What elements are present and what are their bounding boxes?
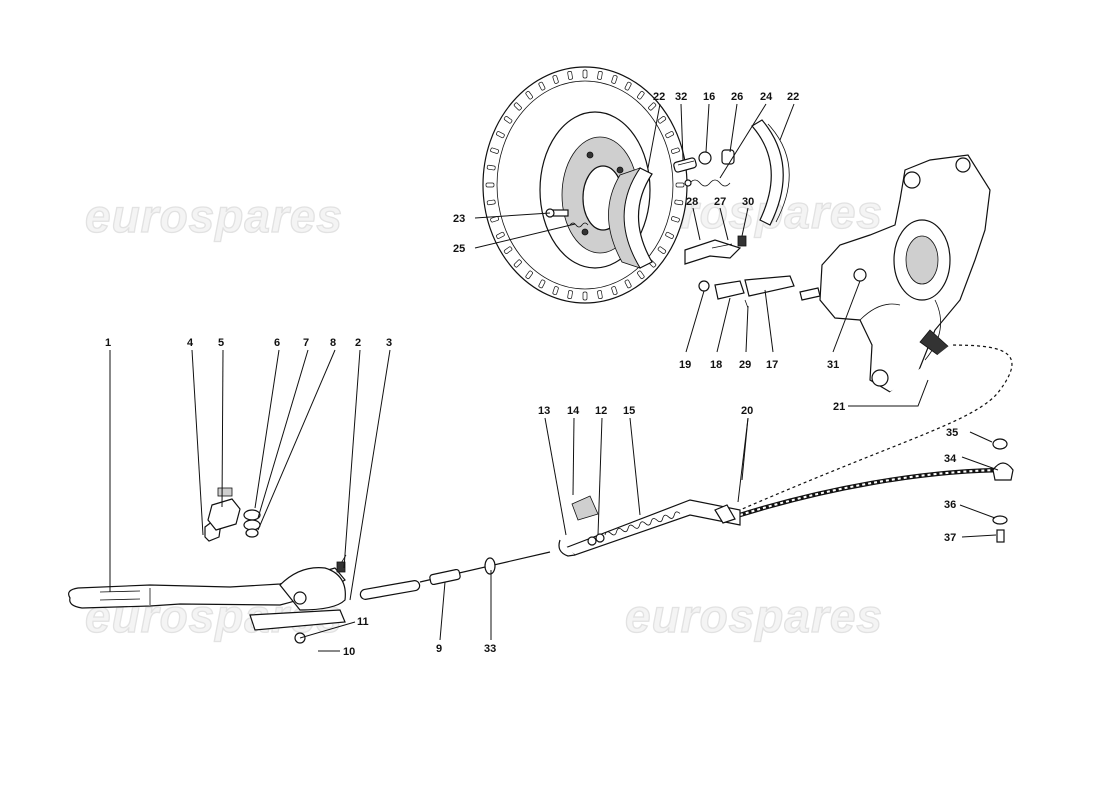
disc-vent-slots: [485, 69, 685, 301]
callout-33: 33: [484, 643, 496, 655]
expander-lever: [698, 275, 829, 309]
callout-26: 26: [731, 91, 743, 103]
callout-27: 27: [714, 196, 726, 208]
disc-vent-slot: [486, 164, 496, 171]
callout-29: 29: [739, 359, 751, 371]
disc-vent-slot: [671, 147, 680, 154]
disc-vent-slot: [665, 131, 674, 139]
disc-vent-slot: [513, 102, 522, 111]
callout-28: 28: [686, 196, 698, 208]
callout-23: 23: [453, 213, 465, 225]
disc-vent-slot: [624, 81, 632, 91]
brake-shoe-left: [608, 167, 653, 269]
callout-16: 16: [703, 91, 715, 103]
disc-vent-slot: [552, 75, 559, 84]
callout-3: 3: [386, 337, 392, 349]
callout-34: 34: [944, 453, 957, 465]
disc-vent-slot: [485, 182, 495, 188]
leader-lines: [109, 103, 999, 652]
disc-vent-slot: [582, 291, 588, 301]
cable-21: [739, 329, 1013, 511]
disc-vent-slot: [597, 290, 603, 299]
disc-vent-slot: [552, 286, 559, 295]
callout-24: 24: [760, 91, 773, 103]
brake-shoe-right: [751, 119, 790, 226]
disc-vent-slot: [496, 231, 505, 239]
callout-21: 21: [833, 401, 845, 413]
callout-22-left: 22: [653, 91, 665, 103]
disc-vent-slot: [490, 216, 499, 223]
callout-12: 12: [595, 405, 607, 417]
callout-13: 13: [538, 405, 550, 417]
callout-11: 11: [357, 616, 369, 628]
disc-vent-slot: [513, 259, 522, 268]
callout-7: 7: [303, 337, 309, 349]
disc-vent-slot: [674, 199, 684, 206]
disc-vent-slot: [671, 216, 680, 223]
disc-vent-slot: [637, 91, 645, 100]
callout-1: 1: [105, 337, 111, 349]
callout-labels: 1 2 3 4 5 6 7 8 9 10 11 12 13 14 15 16 1…: [105, 91, 958, 658]
callout-36: 36: [944, 499, 956, 511]
disc-vent-slot: [503, 246, 513, 254]
callout-17: 17: [766, 359, 778, 371]
callout-2: 2: [355, 337, 361, 349]
hub-carrier: [819, 154, 991, 393]
disc-vent-slot: [675, 182, 685, 188]
disc-vent-slot: [611, 286, 618, 295]
disc-vent-slot: [490, 147, 499, 154]
disc-vent-slot: [657, 116, 667, 124]
disc-vent-slot: [567, 71, 573, 80]
disc-vent-slot: [486, 199, 496, 206]
callout-35: 35: [946, 427, 958, 439]
disc-vent-slot: [637, 270, 645, 279]
handbrake-lever: [68, 554, 347, 644]
disc-vent-slot: [582, 69, 588, 79]
callout-8: 8: [330, 337, 336, 349]
callout-18: 18: [710, 359, 722, 371]
disc-vent-slot: [538, 81, 546, 91]
callout-20: 20: [741, 405, 753, 417]
watermark-group: eurospares eurospares eurospares eurospa…: [84, 185, 883, 642]
callout-9: 9: [436, 643, 442, 655]
disc-vent-slot: [525, 270, 533, 279]
equalizer-assembly: [558, 495, 741, 557]
callout-6: 6: [274, 337, 280, 349]
callout-22-right: 22: [787, 91, 799, 103]
callout-15: 15: [623, 405, 635, 417]
callout-37: 37: [944, 532, 956, 544]
callout-5: 5: [218, 337, 224, 349]
disc-vent-slot: [538, 279, 546, 289]
shoe-hardware: [545, 149, 747, 265]
disc-vent-slot: [657, 246, 667, 254]
disc-vent-slot: [611, 75, 618, 84]
disc-vent-slot: [567, 290, 573, 299]
callout-30: 30: [742, 196, 754, 208]
small-fasteners-4-8: [204, 487, 261, 542]
callout-31: 31: [827, 359, 839, 371]
front-rod: [359, 551, 551, 600]
disc-vent-slot: [496, 131, 505, 139]
callout-4: 4: [187, 337, 194, 349]
watermark-text-top-left: eurospares: [85, 190, 343, 242]
callout-25: 25: [453, 243, 465, 255]
disc-vent-slot: [665, 231, 674, 239]
clamp-hardware: [992, 438, 1014, 543]
disc-vent-slot: [648, 102, 657, 111]
callout-19: 19: [679, 359, 691, 371]
cable-20: [739, 467, 1011, 518]
disc-vent-slot: [503, 116, 513, 124]
callout-32: 32: [675, 91, 687, 103]
callout-10: 10: [343, 646, 355, 658]
disc-vent-slot: [597, 71, 603, 80]
watermark-text-bottom-right: eurospares: [625, 590, 883, 642]
disc-vent-slot: [624, 279, 632, 289]
callout-14: 14: [567, 405, 580, 417]
disc-vent-slot: [525, 91, 533, 100]
